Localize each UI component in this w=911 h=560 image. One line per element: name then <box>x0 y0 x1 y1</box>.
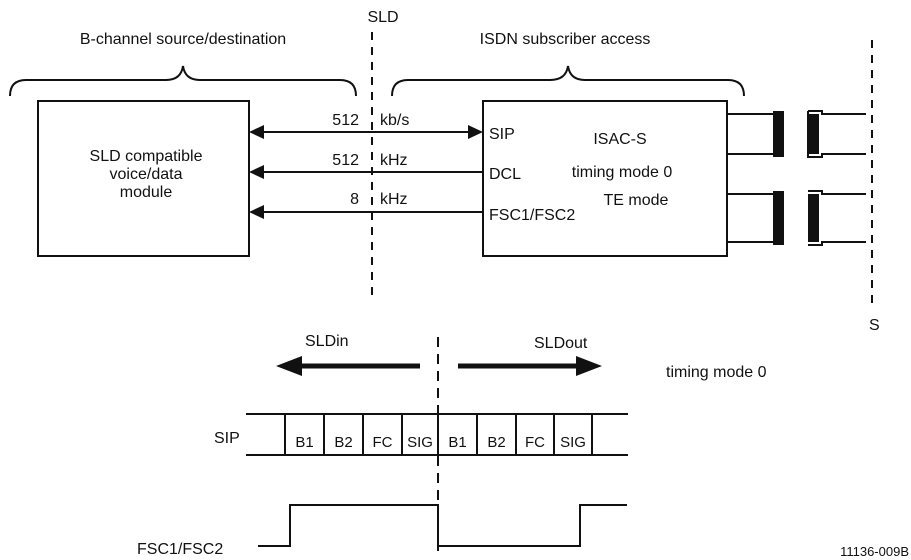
source-brace <box>9 65 357 97</box>
s-interface-transformers <box>727 110 866 246</box>
sldout-label: SLDout <box>534 335 588 352</box>
sldin-arrowhead <box>276 356 302 376</box>
sip-slot-label: FC <box>525 434 545 451</box>
isac-pin-sip: SIP <box>489 126 515 143</box>
voice-data-module-box <box>37 100 250 257</box>
dcl-rate-value: 512 <box>332 152 359 169</box>
sip-slot-label: FC <box>373 434 393 451</box>
sip-slot-label: B1 <box>295 434 313 451</box>
module-label-line1: SLD compatible <box>90 148 203 165</box>
fsc-arrowhead <box>249 205 264 219</box>
figure-id: 11136-009B <box>840 544 909 559</box>
sip-rate-unit: kb/s <box>380 112 409 129</box>
isac-pin-fsc: FSC1/FSC2 <box>489 207 575 224</box>
isac-s-box <box>482 100 728 257</box>
isac-timing-mode: timing mode 0 <box>572 164 673 181</box>
isdn-access-label: ISDN subscriber access <box>480 31 651 48</box>
dcl-arrowhead <box>249 165 264 179</box>
fsc-row-label: FSC1/FSC2 <box>137 541 223 558</box>
source-label: B-channel source/destination <box>80 31 286 48</box>
sldin-label: SLDin <box>305 333 349 350</box>
sip-rate-value: 512 <box>332 112 359 129</box>
dcl-rate-unit: kHz <box>380 152 408 169</box>
isac-pin-dcl: DCL <box>489 166 521 183</box>
fsc-rate-unit: kHz <box>380 191 408 208</box>
sip-slot-label: B1 <box>448 434 466 451</box>
module-label-line2: voice/data <box>110 166 183 183</box>
module-label-line3: module <box>120 184 173 201</box>
timing-mode-label: timing mode 0 <box>666 364 767 381</box>
sip-slot-box <box>553 413 593 456</box>
sip-slot-label: B2 <box>487 434 505 451</box>
sip-arrowhead-left <box>249 125 264 139</box>
sip-slot-label: B2 <box>334 434 352 451</box>
s-label: S <box>869 317 880 334</box>
isac-te-mode: TE mode <box>604 192 669 209</box>
fsc-waveform <box>258 504 627 547</box>
sip-arrowhead-right <box>468 125 483 139</box>
sldout-arrowhead <box>576 356 602 376</box>
sip-frame-slots: B1 B2 FC SIG B1 B2 FC SIG <box>284 413 593 456</box>
isac-title: ISAC-S <box>593 131 646 148</box>
sld-top-label: SLD <box>367 9 398 26</box>
isdn-access-brace <box>391 65 745 97</box>
sip-row-label: SIP <box>214 430 240 447</box>
sip-slot-label: SIG <box>407 434 433 451</box>
fsc-rate-value: 8 <box>350 191 359 208</box>
sip-slot-label: SIG <box>560 434 586 451</box>
